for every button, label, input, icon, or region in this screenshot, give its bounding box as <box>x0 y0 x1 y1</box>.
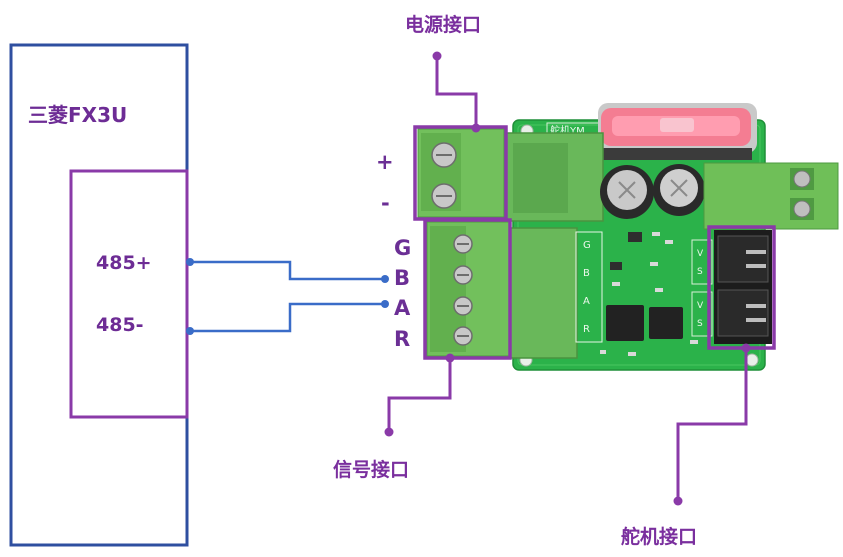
power-callout-line <box>435 56 478 128</box>
plc-pin-485-plus: 485+ <box>96 252 152 274</box>
ic-chip <box>610 262 622 270</box>
signal-terminal-block <box>426 221 510 357</box>
silk-v: V <box>697 301 704 311</box>
silk-b: B <box>583 268 590 279</box>
capacitor <box>653 164 705 216</box>
plc-title: 三菱FX3U <box>28 103 128 127</box>
terminal-r-label: R <box>394 327 411 351</box>
terminal-b-label: B <box>394 266 411 290</box>
servo-callout-line <box>676 348 748 501</box>
power-interface-label: 电源接口 <box>405 14 482 36</box>
terminal-g-label: G <box>394 236 412 260</box>
wire-node <box>381 275 389 283</box>
wire-485-minus <box>187 302 385 333</box>
signal-callout-line <box>387 358 452 432</box>
rs485-wires <box>187 260 385 333</box>
fuse <box>598 103 757 160</box>
ic-chip <box>628 232 642 242</box>
plc-inner-box <box>69 169 189 419</box>
terminal-a-label: A <box>394 296 411 320</box>
callout-dot <box>445 353 455 363</box>
wire-node <box>381 300 389 308</box>
wire-node <box>186 327 194 335</box>
silk-v: V <box>697 249 704 259</box>
servo-interface-label: 舵机接口 <box>621 526 698 548</box>
callout-dot <box>384 427 394 437</box>
terminal-minus-label: - <box>381 191 390 215</box>
driver-board: 舵机YM G <box>502 103 839 371</box>
callout-dot <box>673 496 683 506</box>
callout-dot <box>471 123 481 133</box>
mount-hole <box>745 353 759 367</box>
silk-s: S <box>697 267 703 277</box>
ic-chip <box>649 307 683 339</box>
callout-dot <box>741 343 751 353</box>
callout-dot <box>432 51 442 61</box>
dc-terminal <box>703 162 839 230</box>
signal-interface-label: 信号接口 <box>333 459 410 481</box>
silk-g: G <box>583 240 591 251</box>
terminal-plus-label: + <box>376 150 394 174</box>
plc-pin-485-minus: 485- <box>96 314 144 336</box>
silk-r: R <box>583 324 590 335</box>
silk-s: S <box>697 319 703 329</box>
signal-interface-highlight <box>423 218 512 360</box>
wire-485-plus <box>187 260 385 281</box>
power-terminal-block <box>417 128 505 218</box>
capacitor <box>600 165 654 219</box>
ic-chip <box>606 305 644 341</box>
wire-node <box>186 258 194 266</box>
silk-a: A <box>583 296 590 307</box>
signal-terminal-housing <box>504 227 578 359</box>
